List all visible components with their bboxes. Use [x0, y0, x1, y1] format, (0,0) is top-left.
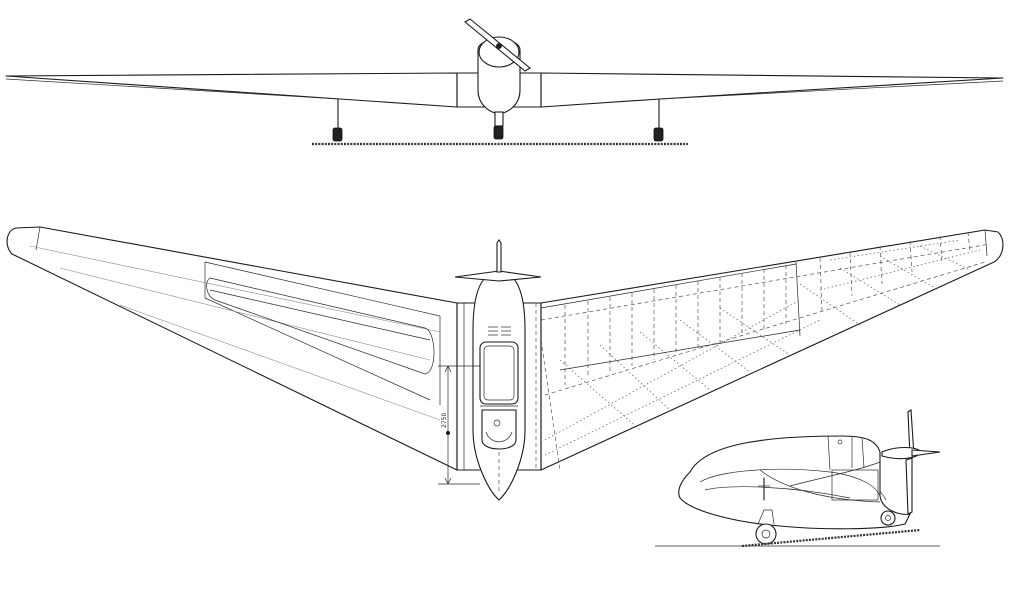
dimension-label: 2750: [441, 413, 448, 428]
front-cowling: [478, 36, 520, 68]
plan-right-wing-structure: [540, 231, 991, 471]
cowling-vents: [488, 326, 511, 336]
side-fuselage: [678, 435, 911, 530]
side-nose-wheel: [755, 523, 777, 545]
plan-fuselage: [472, 271, 526, 501]
front-left-wheel: [332, 127, 343, 142]
plan-propeller: [454, 270, 542, 282]
front-nose-wheel: [493, 125, 504, 140]
plan-left-aileron: [206, 277, 435, 375]
side-rear-wheel: [880, 510, 896, 526]
plan-canopy: [479, 341, 519, 405]
side-view: [655, 409, 941, 548]
plan-rear-cockpit: [481, 409, 517, 450]
side-ground-line: [741, 528, 921, 548]
front-view: [5, 18, 1004, 146]
plan-view: 2750: [6, 226, 1004, 501]
plan-right-wing: [540, 229, 1004, 471]
front-right-wheel: [653, 127, 664, 142]
plan-left-wing: [6, 226, 458, 471]
front-right-wing: [540, 72, 1004, 108]
dimension-2750: 2750: [438, 365, 480, 485]
front-left-wing: [5, 72, 458, 108]
